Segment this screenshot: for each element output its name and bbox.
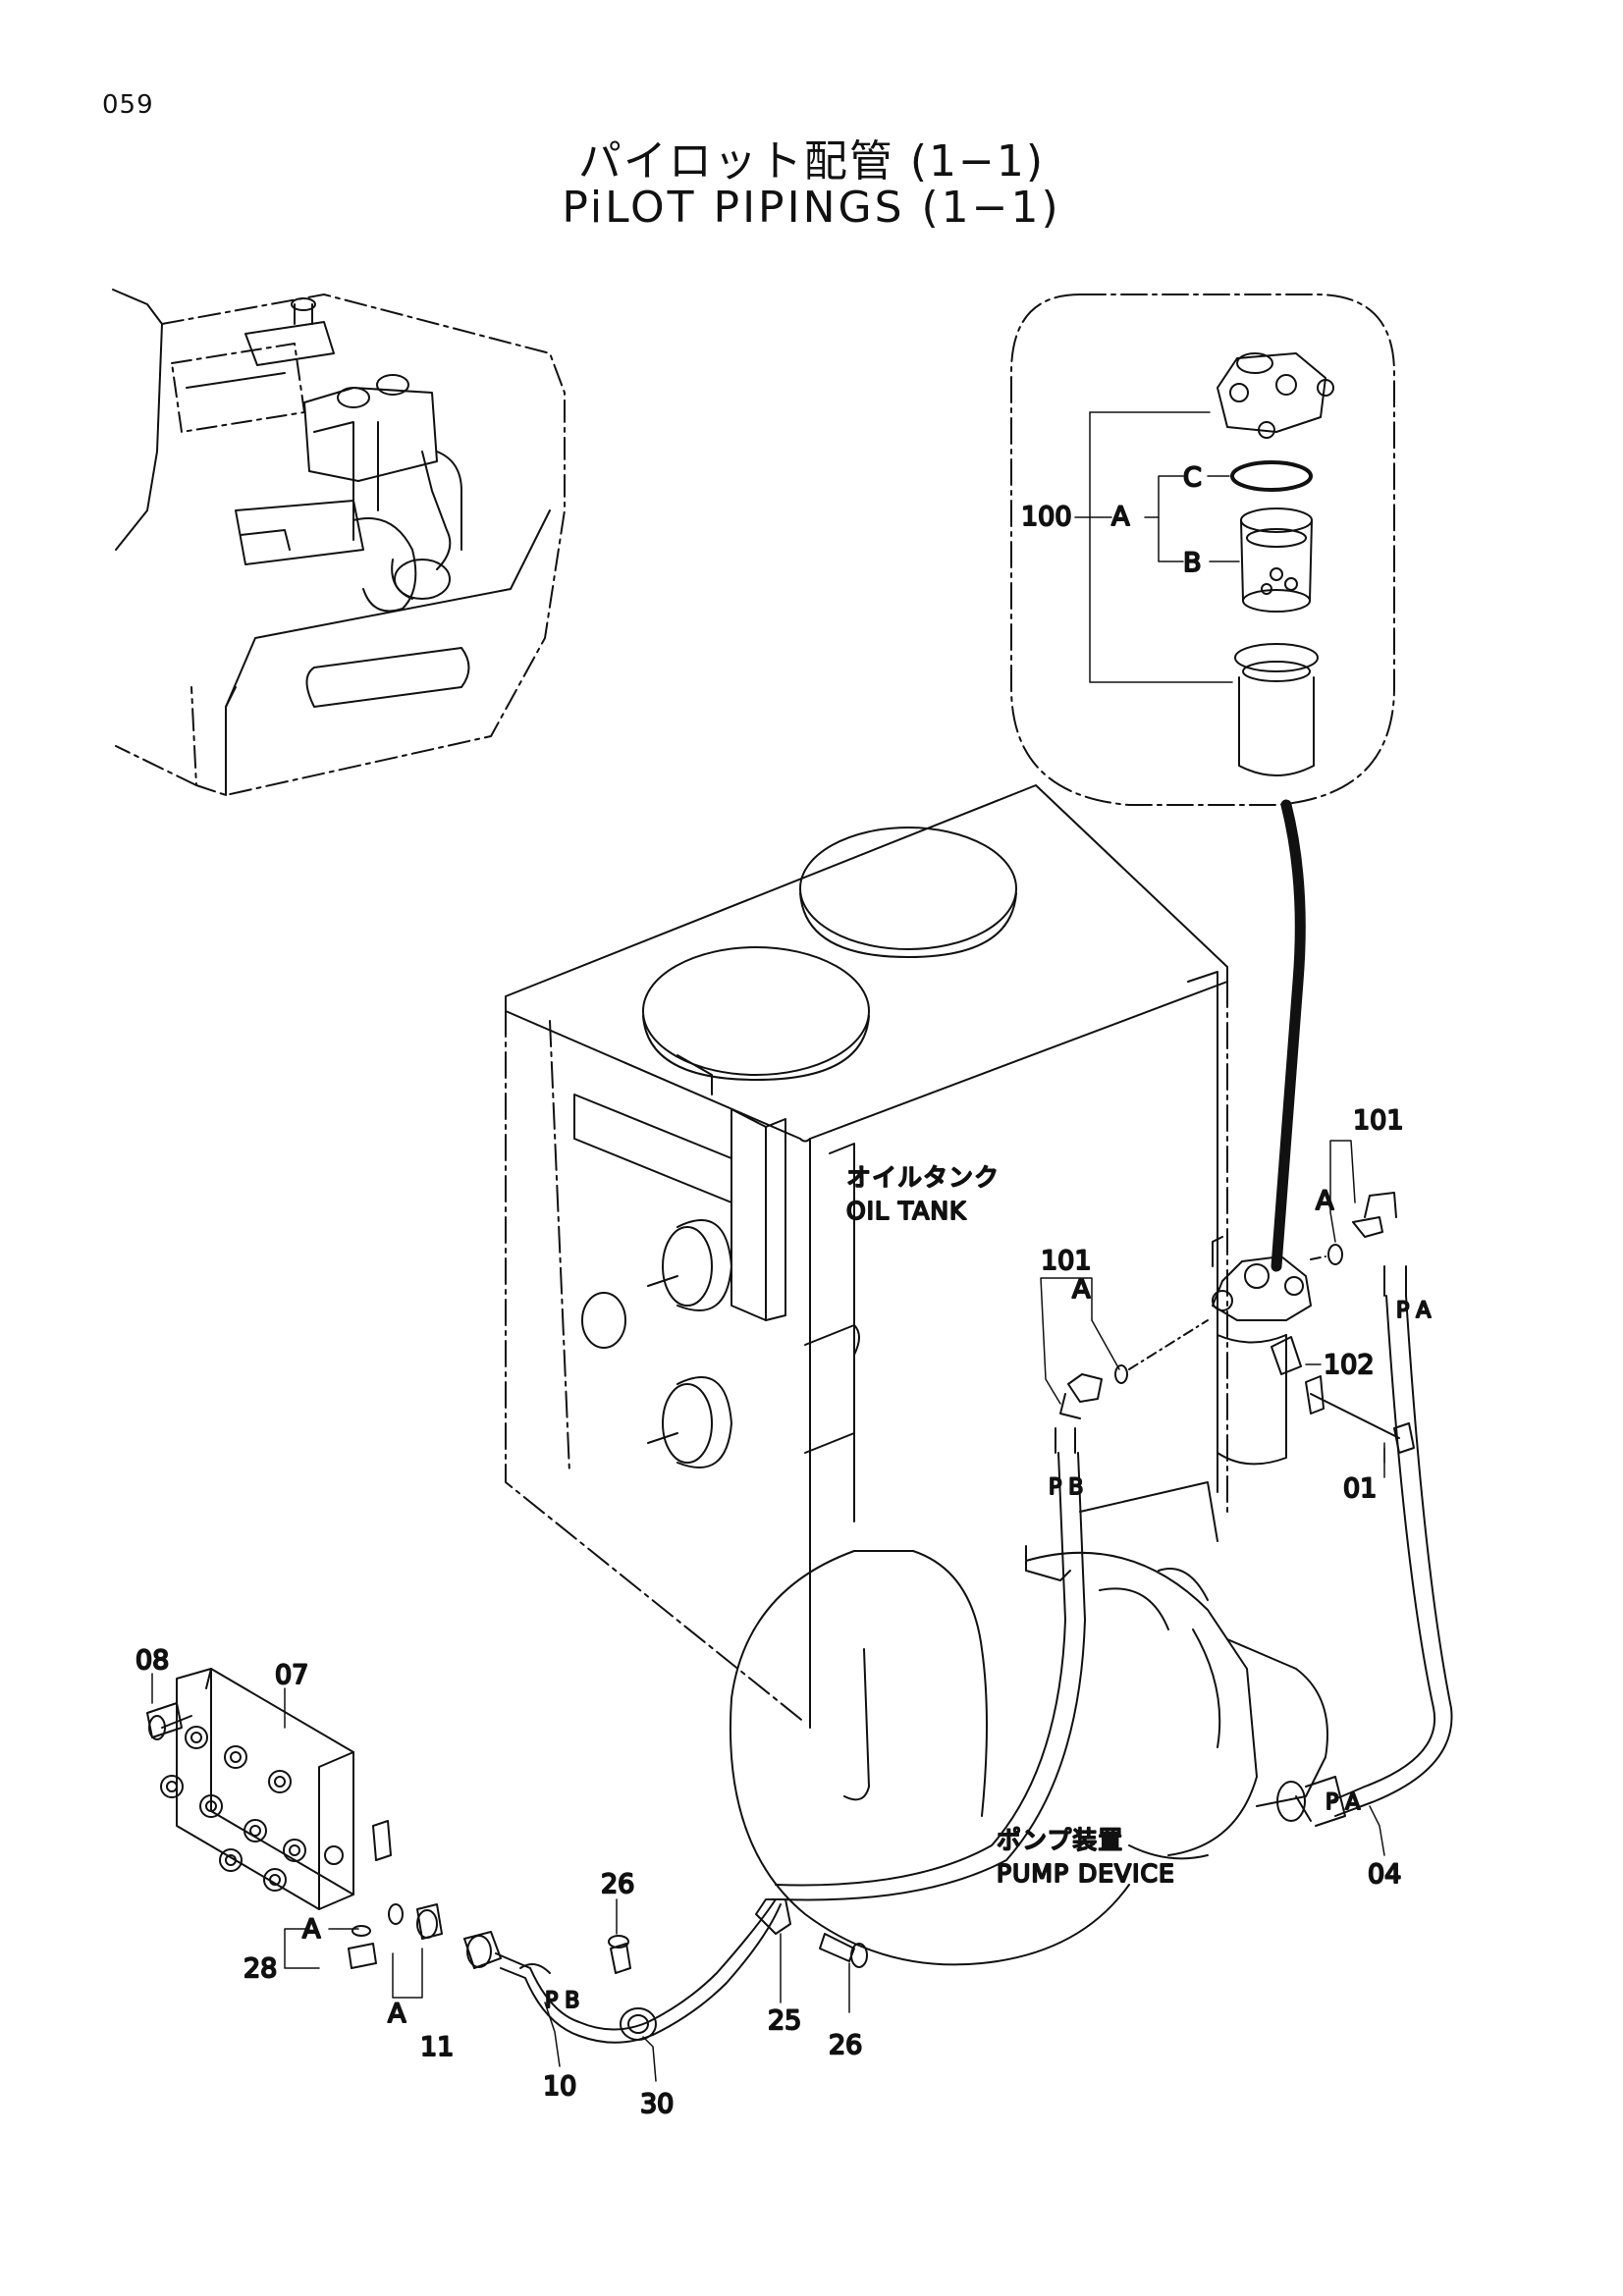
callout-102: 102 [1324, 1350, 1375, 1380]
oil-tank-label-en: OIL TANK [846, 1197, 966, 1225]
callout-10: 10 [543, 2071, 576, 2102]
callout-26-lower: 26 [829, 2030, 862, 2060]
pump-device [729, 1481, 1346, 1966]
port-mark-pa-upper: P A [1396, 1299, 1431, 1323]
pilot-pipe-10 [495, 1898, 782, 2044]
title-japanese: パイロット配管 (1−1) [577, 136, 1046, 187]
filter-element-b-icon [1240, 507, 1313, 613]
pump-device-label-en: PUMP DEVICE [997, 1859, 1175, 1888]
label-a-101-top: A [1316, 1186, 1334, 1216]
clamp-30-icon [620, 2007, 657, 2041]
callout-101-top: 101 [1353, 1105, 1404, 1136]
pilot-valve-block [146, 1668, 392, 1910]
callout-01: 01 [1343, 1473, 1377, 1504]
pump-device-label-jp: ポンプ装置 [997, 1826, 1123, 1854]
callout-08: 08 [135, 1645, 169, 1676]
oil-tank [505, 784, 1228, 1729]
machine-overview [112, 289, 566, 796]
adapter-11-icon [416, 1903, 443, 1940]
port-mark-pb-lower: P B [545, 1989, 579, 2013]
label-a-101-mid: A [1072, 1274, 1091, 1305]
callout-101-mid: 101 [1041, 1246, 1092, 1276]
filter-inset [1010, 294, 1395, 806]
callout-07: 07 [275, 1660, 308, 1690]
o-ring-11-icon [388, 1903, 404, 1925]
plug-28-icon [348, 1943, 377, 1969]
bolt-26-upper-icon [610, 1943, 631, 1974]
line-filter-assembly [775, 1192, 1453, 1901]
port-mark-pa-lower: P A [1325, 1790, 1360, 1815]
label-a-11: A [388, 1999, 406, 2029]
bolt-26-lower-icon [819, 1933, 855, 1962]
callout-100: 100 [1021, 502, 1072, 532]
title-english: PiLOT PIPINGS (1−1) [562, 183, 1061, 233]
callout-25: 25 [768, 2005, 801, 2036]
o-ring-c-icon [1230, 460, 1313, 492]
port-mark-pb-upper: P B [1049, 1475, 1083, 1500]
oil-tank-label-jp: オイルタンク [846, 1163, 1000, 1192]
callout-30: 30 [640, 2089, 674, 2119]
label-a-filter: A [1111, 502, 1130, 532]
callout-26-upper: 26 [601, 1869, 634, 1899]
label-c-filter: C [1183, 462, 1202, 493]
callout-28: 28 [243, 1953, 277, 1984]
leader-lines [151, 1140, 1385, 2082]
o-ring-28-icon [352, 1925, 371, 1937]
label-a-28: A [302, 1914, 321, 1945]
label-b-filter: B [1183, 548, 1202, 578]
inset-leader [1271, 799, 1306, 1272]
bolt-08-icon [146, 1702, 183, 1738]
clamp-25-icon [755, 1898, 791, 1935]
filter-bowl-icon [1234, 643, 1319, 776]
page-number: 059 [102, 90, 154, 120]
callout-11: 11 [420, 2032, 454, 2062]
callout-04: 04 [1368, 1859, 1401, 1890]
